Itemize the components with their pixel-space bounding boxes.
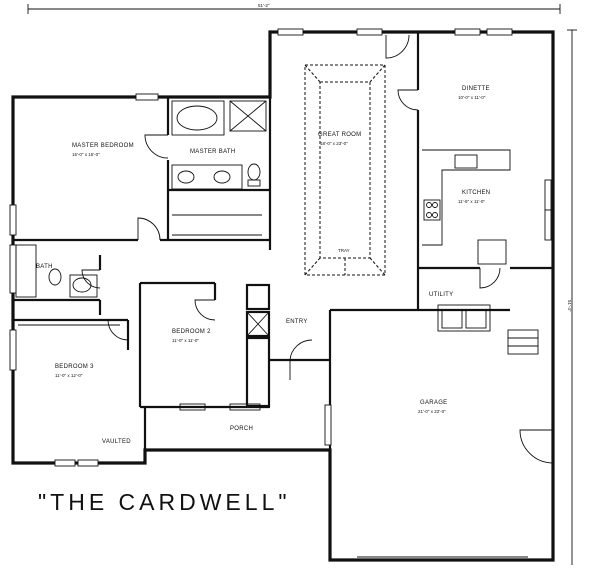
bedroom-3-label: BEDROOM 3 [55,364,94,370]
master-bath-label: MASTER BATH [190,149,236,155]
kitchen-dim: 11'-6" x 11'-0" [458,199,485,204]
porch-label: PORCH [230,426,253,432]
great-room-label: GREAT ROOM [318,132,361,138]
entry-label: ENTRY [286,319,308,325]
master-bedroom-label: MASTER BEDROOM [72,143,134,149]
bedroom-2-label: BEDROOM 2 [172,329,211,335]
bath-label: BATH [36,264,53,270]
doors [81,34,554,464]
plan-title: "THE CARDWELL" [38,489,291,515]
room-labels: MASTER BEDROOM 15'-0" x 15'-0" MASTER BA… [36,86,490,445]
windows [9,28,552,467]
bedroom-3-dim: 11'-0" x 12'-0" [55,373,83,378]
tray-label: TRAY [338,248,350,253]
fixtures [15,100,539,355]
overall-depth-dimension: 51'-4" [567,29,577,565]
kitchen-label: KITCHEN [462,190,490,196]
garage-door [357,556,528,562]
interior-walls [13,32,553,450]
great-room-dim: 18'-0" x 23'-0" [320,141,348,146]
master-bedroom-dim: 15'-0" x 15'-0" [72,152,100,157]
dinette-dim: 10'-0" x 11'-0" [458,95,486,100]
garage-dim: 21'-0" x 22'-0" [418,409,446,414]
vaulted-label: VAULTED [102,439,131,445]
overall-width-label: 51'-2" [258,3,270,8]
utility-label: UTILITY [429,292,453,298]
tray-ceiling [304,64,386,276]
garage-label: GARAGE [420,400,447,406]
bedroom-2-dim: 11'-0" x 11'-0" [172,338,199,343]
overall-depth-label: 51'-4" [567,300,572,312]
exterior-walls [11,30,555,562]
overall-width-dimension: 51'-2" [27,3,561,14]
dinette-label: DINETTE [462,86,490,92]
